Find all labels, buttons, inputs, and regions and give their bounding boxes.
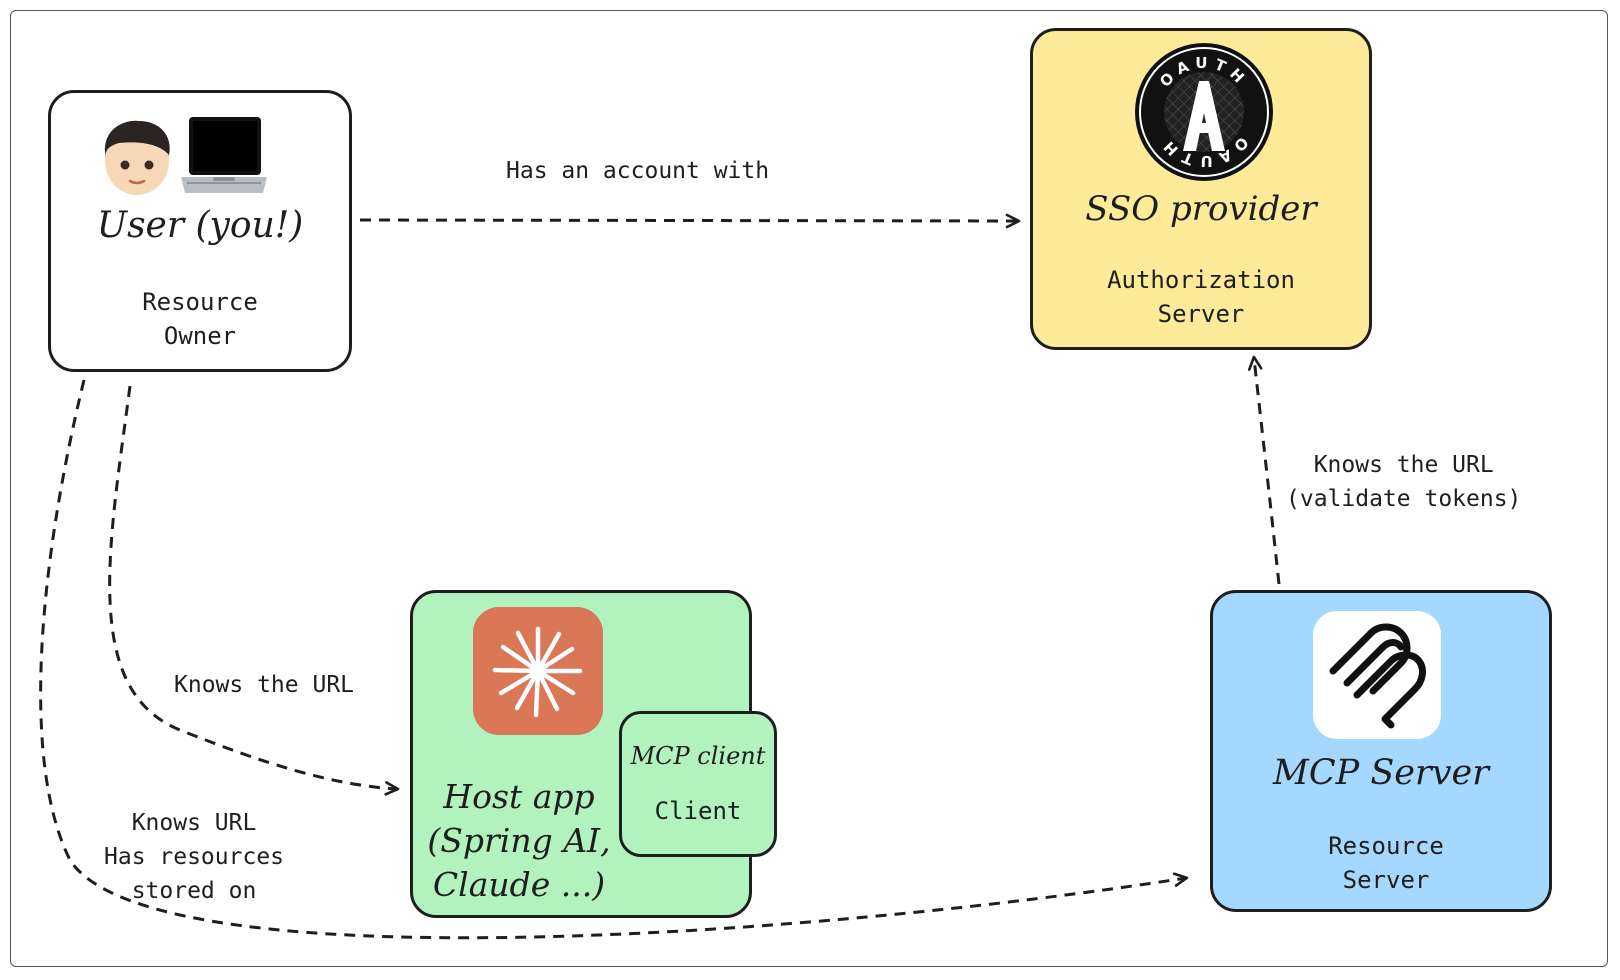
diagram-frame <box>10 10 1608 967</box>
sso-role: Authorization Server <box>1107 266 1295 328</box>
edge-label-user-to-mcp: Knows URL Has resources stored on <box>104 810 285 904</box>
client-title: MCP client <box>630 742 766 770</box>
user-role: Resource Owner <box>142 288 258 350</box>
laptop-icon <box>179 113 269 201</box>
edge-mcp-to-sso <box>1247 355 1281 585</box>
sso-node: OAUTH OAUTH SSO provider Authorization S… <box>1030 28 1372 350</box>
edge-label-user-to-host: Knows the URL <box>174 672 355 698</box>
edge-user-to-mcp <box>39 379 1189 940</box>
sso-title: SSO provider <box>1085 189 1317 229</box>
mcp-node: MCP Server Resource Server <box>1210 590 1552 912</box>
mcp-logo <box>1313 611 1441 739</box>
claude-logo <box>473 607 603 735</box>
client-role: Client <box>654 797 742 825</box>
user-node: User (you!) Resource Owner <box>48 90 352 372</box>
user-title: User (you!) <box>96 205 304 246</box>
host-node: Host app (Spring AI, Claude ...) MCP cli… <box>410 590 777 918</box>
edge-user-to-sso <box>359 213 1021 229</box>
edge-label-user-to-sso: Has an account with <box>506 158 770 184</box>
client-node: MCP client Client <box>619 711 777 857</box>
mcp-role: Resource Server <box>1328 832 1444 894</box>
oauth-logo: OAUTH OAUTH <box>1133 41 1275 183</box>
edge-user-to-host <box>108 385 400 796</box>
mcp-title: MCP Server <box>1273 753 1489 793</box>
host-title: Host app (Spring AI, Claude ...) <box>427 777 611 904</box>
person-icon <box>97 113 177 201</box>
edge-label-mcp-to-sso: Knows the URL (validate tokens) <box>1286 452 1522 512</box>
